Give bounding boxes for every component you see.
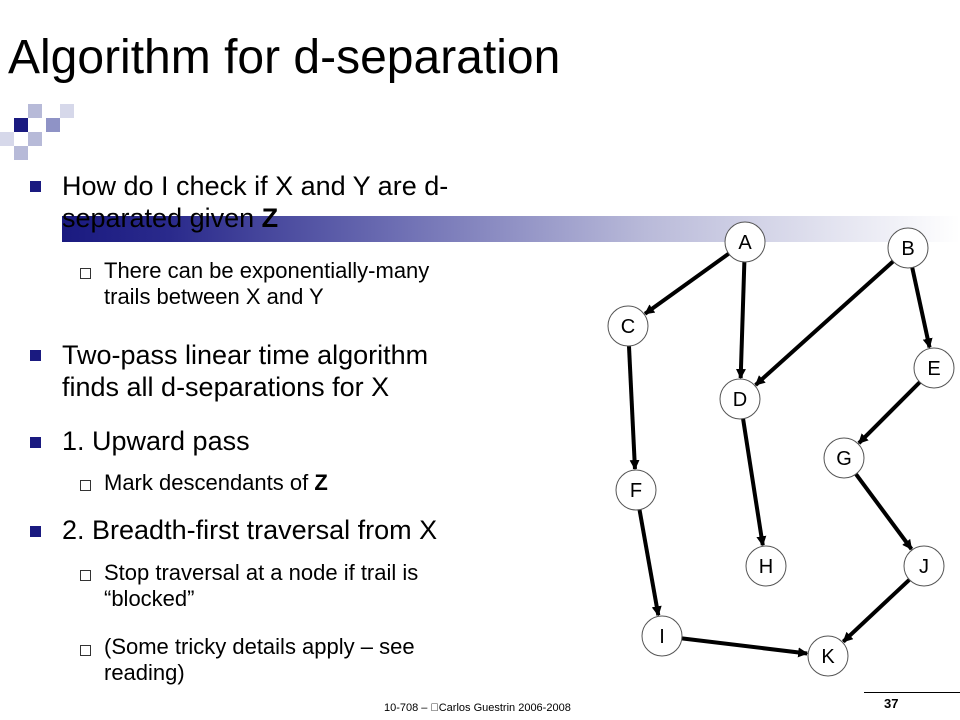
node-d: D bbox=[719, 378, 761, 420]
edge-d-h bbox=[741, 418, 767, 547]
bullet-text: 2. Breadth-first traversal from X bbox=[62, 514, 437, 546]
slide-title: Algorithm for d-separation bbox=[8, 31, 561, 84]
bullet-text: 1. Upward pass bbox=[62, 425, 250, 457]
node-label: D bbox=[733, 389, 747, 411]
edge-b-d bbox=[754, 259, 895, 387]
node-circle bbox=[823, 437, 865, 479]
bullet-line: (Some tricky details apply – see bbox=[104, 634, 415, 659]
bullet-line: There can be exponentially-many bbox=[104, 258, 430, 283]
node-g: G bbox=[823, 437, 865, 479]
bullet-text: How do I check if X and Y are d- separat… bbox=[62, 170, 448, 234]
node-label: F bbox=[630, 480, 642, 502]
node-a: A bbox=[724, 221, 766, 263]
edge-e-g bbox=[857, 380, 922, 445]
bullet-line: trails between X and Y bbox=[104, 284, 324, 309]
bullet-line: “blocked” bbox=[104, 586, 195, 611]
bullet-line: Mark descendants of Z bbox=[104, 470, 328, 495]
node-circle bbox=[807, 635, 849, 677]
node-circle bbox=[615, 469, 657, 511]
sub-bullet-marker bbox=[80, 570, 91, 581]
node-label: J bbox=[919, 556, 929, 578]
node-label: A bbox=[738, 232, 752, 254]
edge-a-c bbox=[643, 252, 730, 316]
bullet-line: separated given Z bbox=[62, 203, 279, 233]
deco-square bbox=[14, 118, 28, 132]
bullet-text: Two-pass linear time algorithm finds all… bbox=[62, 339, 428, 403]
node-circle bbox=[913, 347, 955, 389]
edge-i-k bbox=[681, 636, 809, 658]
node-circle bbox=[745, 545, 787, 587]
sub-bullet-marker bbox=[80, 645, 91, 656]
sub-bullet-text: There can be exponentially-many trails b… bbox=[104, 258, 429, 310]
node-label: E bbox=[927, 358, 940, 380]
sub-bullet-marker bbox=[80, 268, 91, 279]
title-decoration bbox=[0, 100, 960, 242]
gradient-bar bbox=[62, 216, 960, 242]
node-e: E bbox=[913, 347, 955, 389]
footer-rule bbox=[864, 692, 960, 693]
deco-square bbox=[28, 132, 42, 146]
bullet-marker bbox=[30, 526, 41, 537]
node-circle bbox=[887, 227, 929, 269]
deco-square bbox=[14, 146, 28, 160]
node-label: I bbox=[659, 626, 665, 648]
bullet-line: reading) bbox=[104, 660, 185, 685]
edge-j-k bbox=[841, 578, 911, 644]
edge-b-e bbox=[910, 267, 933, 349]
node-circle bbox=[903, 545, 945, 587]
node-circle bbox=[719, 378, 761, 420]
node-j: J bbox=[903, 545, 945, 587]
node-f: F bbox=[615, 469, 657, 511]
node-b: B bbox=[887, 227, 929, 269]
bullet-line: finds all d-separations for X bbox=[62, 372, 390, 402]
sub-bullet-marker bbox=[80, 480, 91, 491]
bullet-line: 2. Breadth-first traversal from X bbox=[62, 515, 438, 545]
edge-g-j bbox=[854, 472, 914, 551]
edge-f-i bbox=[637, 509, 662, 617]
bullet-line: Stop traversal at a node if trail is bbox=[104, 560, 419, 585]
graph-nodes: A B C D E F G H I J K bbox=[607, 221, 955, 677]
bullet-line: 1. Upward pass bbox=[62, 426, 250, 456]
node-label: G bbox=[836, 448, 852, 470]
sub-bullet-text: Mark descendants of Z bbox=[104, 470, 328, 496]
edge-a-d bbox=[735, 261, 747, 380]
bullet-line: Two-pass linear time algorithm bbox=[62, 340, 429, 370]
sub-bullet-text: Stop traversal at a node if trail is “bl… bbox=[104, 560, 418, 612]
bullet-marker bbox=[30, 181, 41, 192]
bullet-marker bbox=[30, 437, 41, 448]
bullet-line: How do I check if X and Y are d- bbox=[62, 171, 449, 201]
node-label: C bbox=[621, 316, 635, 338]
deco-square bbox=[60, 104, 74, 118]
node-circle bbox=[724, 221, 766, 263]
node-h: H bbox=[745, 545, 787, 587]
node-label: B bbox=[901, 238, 914, 260]
node-label: K bbox=[821, 646, 835, 668]
bullet-marker bbox=[30, 350, 41, 361]
page-number: 37 bbox=[884, 696, 899, 711]
node-circle bbox=[607, 305, 649, 347]
node-circle bbox=[641, 615, 683, 657]
node-i: I bbox=[641, 615, 683, 657]
footer-text: 10-708 –  Carlos Guestrin 2006-2008 bbox=[384, 702, 571, 714]
node-k: K bbox=[807, 635, 849, 677]
node-label: H bbox=[759, 556, 773, 578]
sub-bullet-text: (Some tricky details apply – see reading… bbox=[104, 634, 415, 686]
graph-edges bbox=[626, 252, 933, 658]
node-c: C bbox=[607, 305, 649, 347]
edge-c-f bbox=[626, 345, 640, 471]
deco-square bbox=[46, 118, 60, 132]
deco-square bbox=[28, 104, 42, 118]
deco-square bbox=[0, 132, 14, 146]
